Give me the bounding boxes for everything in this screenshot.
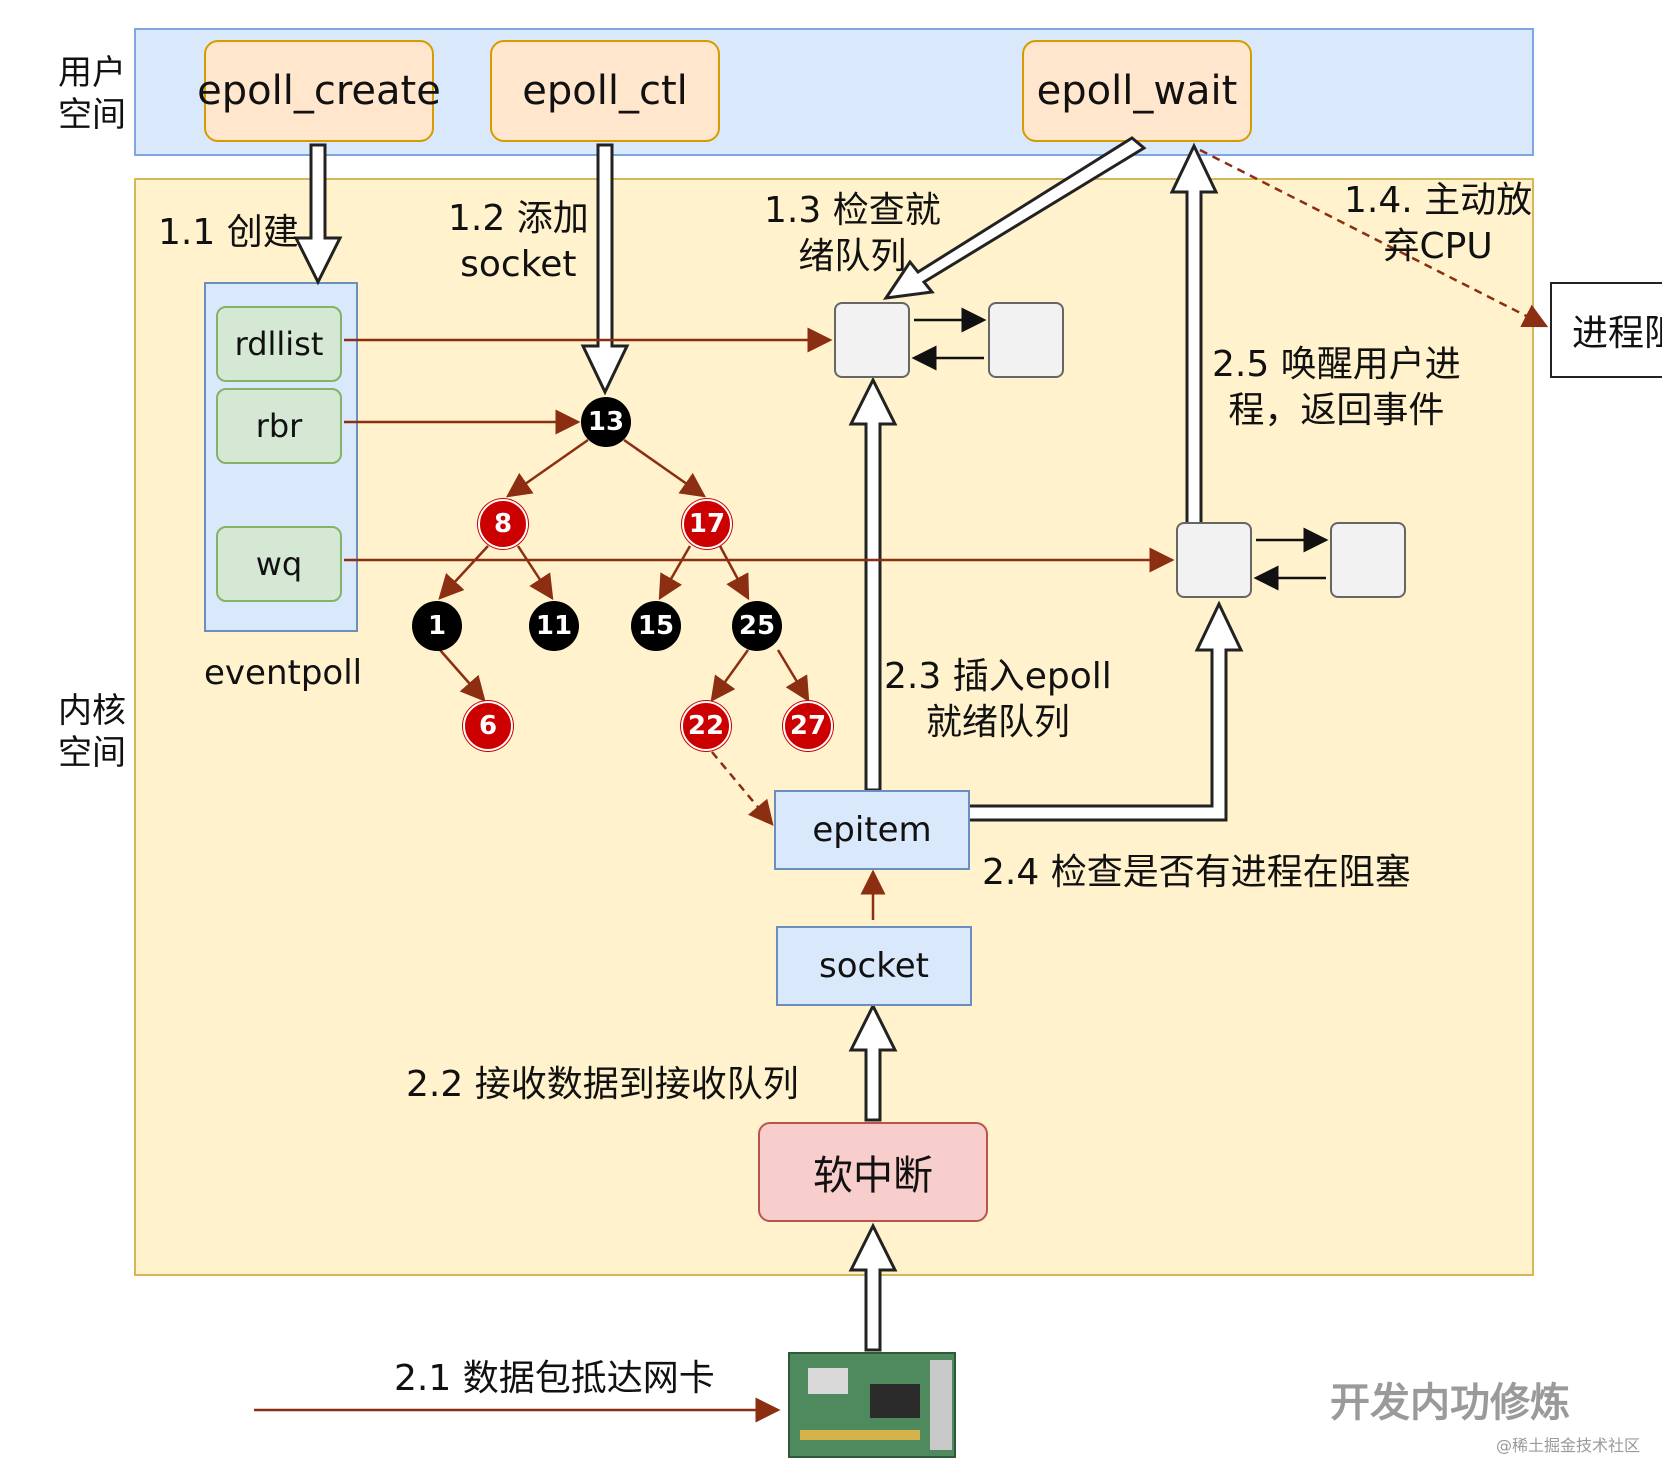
edge-8-11	[516, 545, 554, 601]
rdllist-box: rdllist	[216, 306, 342, 382]
ready-queue-node-2	[988, 302, 1064, 378]
rbtree-node-27: 27	[783, 701, 833, 751]
rbtree-node-6: 6	[463, 701, 513, 751]
link-wait-process	[1199, 148, 1549, 328]
rbtree-node-8: 8	[478, 499, 528, 549]
arrow-ctl-down	[580, 143, 630, 396]
wait-queue-node-2	[1330, 522, 1406, 598]
arrow-to-wait-up	[1169, 142, 1219, 526]
step-2-1-label: 2.1 数据包抵达网卡	[394, 1358, 715, 1399]
edge-8-1	[438, 545, 489, 600]
eventpoll-label: eventpoll	[204, 653, 363, 693]
step-2-5-label: 2.5 唤醒用户进 程，返回事件	[1212, 344, 1461, 431]
step-1-4-label: 1.4. 主动放 弃CPU	[1344, 180, 1533, 267]
rbtree-node-17: 17	[682, 499, 732, 549]
rbtree-node-1: 1	[412, 601, 462, 651]
network-card-image	[788, 1352, 956, 1458]
rbtree-node-25: 25	[732, 601, 782, 651]
rbtree-node-15: 15	[631, 601, 681, 651]
rbtree-node-11: 11	[529, 601, 579, 651]
arrow-epitem-up-ready	[848, 376, 898, 792]
step-1-2-label: 1.2 添加 socket	[448, 198, 589, 285]
arrow-wait-down	[882, 136, 1147, 300]
socket-box: socket	[776, 926, 972, 1006]
ready-queue-node-1	[834, 302, 910, 378]
arrow-epitem-right-up	[966, 600, 1244, 822]
rbr-box: rbr	[216, 388, 342, 464]
edge-25-22	[710, 649, 750, 703]
user-space-label: 用户 空间	[58, 53, 126, 135]
rbtree-node-13: 13	[581, 397, 631, 447]
watermark: 开发内功修炼	[1330, 1380, 1570, 1426]
link-22-epitem	[711, 751, 774, 826]
edge-17-15	[658, 545, 692, 601]
kernel-space-label: 内核 空间	[58, 691, 126, 773]
rbtree-node-22: 22	[681, 701, 731, 751]
epitem-box: epitem	[774, 790, 970, 870]
edge-17-25	[718, 545, 750, 601]
edge-25-27	[776, 649, 810, 703]
step-2-4-label: 2.4 检查是否有进程在阻塞	[982, 852, 1411, 893]
softirq-box: 软中断	[758, 1122, 988, 1222]
epoll-ctl-box: epoll_ctl	[490, 40, 720, 142]
step-2-2-label: 2.2 接收数据到接收队列	[406, 1064, 799, 1105]
epoll-create-box: epoll_create	[197, 40, 441, 142]
step-2-3-label: 2.3 插入epoll 就绪队列	[884, 656, 1112, 743]
edge-13-8	[505, 438, 589, 498]
wq-box: wq	[216, 526, 342, 602]
arrow-softirq-up	[848, 1002, 898, 1122]
arrow-create-down	[293, 143, 343, 286]
edge-13-17	[623, 438, 707, 498]
arrow-nic-up	[848, 1222, 898, 1352]
wait-queue-node-1	[1176, 522, 1252, 598]
epoll-wait-box: epoll_wait	[1022, 40, 1252, 142]
step-1-3-label: 1.3 检查就 绪队列	[764, 190, 941, 277]
watermark-sub: @稀土掘金技术社区	[1496, 1436, 1641, 1455]
step-1-1-label: 1.1 创建	[158, 212, 299, 253]
edge-1-6	[439, 649, 486, 702]
process-box: 进程阻	[1550, 282, 1662, 378]
